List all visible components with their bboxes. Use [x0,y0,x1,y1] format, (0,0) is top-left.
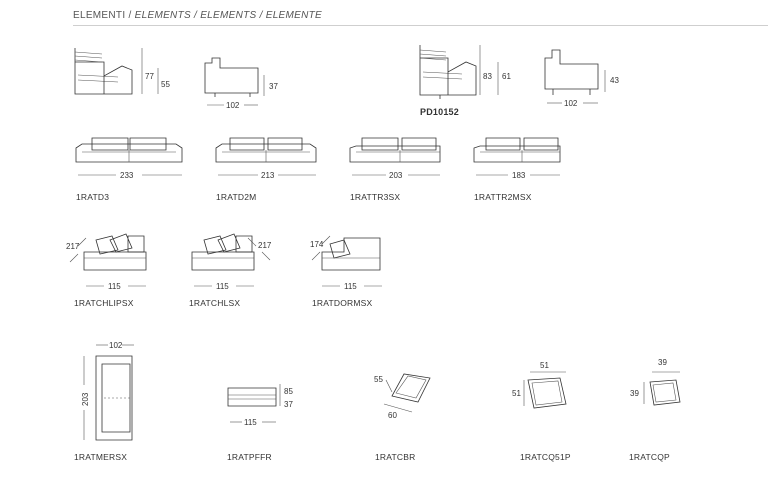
right-side-height-seat: 43 [610,76,619,85]
cushion-1ratcbr-width: 60 [388,411,397,420]
sofa-1rattr3sx-width: 203 [389,171,403,180]
pouf-1ratpffr-drawing: 85 37 115 [227,384,293,427]
sofa-1ratd2m-drawing: 213 [215,137,317,180]
cushion-1ratcq51p-height: 51 [512,389,521,398]
cushion-1ratcbr-height: 55 [374,375,383,384]
cushion-1ratcbr-drawing: 55 60 [374,373,431,420]
profile-left-front: 77 55 [74,48,170,95]
chaise-1ratchlipsx-drawing: 217 115 [66,233,147,291]
element-code-1ratdormsx: 1RATDORMSX [312,298,373,308]
chaise-1ratchlsx-drawing: 217 115 [191,233,272,291]
meridienne-1ratmersx-depth: 203 [81,392,90,406]
dormeuse-1ratdormsx-width: 115 [344,282,357,291]
element-code-1rattr2msx: 1RATTR2MSX [474,192,532,202]
element-code-1rattr3sx: 1RATTR3SX [350,192,401,202]
cushion-1ratcqp-drawing: 39 39 [630,358,681,406]
chaise-1ratchlipsx-width: 115 [108,282,121,291]
profile-right-front: 83 61 [419,45,511,99]
sofa-1rattr2msx-width: 183 [512,171,526,180]
element-code-1ratchlipsx: 1RATCHLIPSX [74,298,134,308]
meridienne-1ratmersx-drawing: 102 203 [81,341,134,441]
element-code-1ratcq51p: 1RATCQ51P [520,452,571,462]
right-profile-height-total: 83 [483,72,492,81]
element-code-1ratd2m: 1RATD2M [216,192,257,202]
cushion-1ratcq51p-width: 51 [540,361,549,370]
cushion-1ratcq51p-drawing: 51 51 [512,361,567,409]
chaise-1ratchlipsx-depth: 217 [66,242,80,251]
sofa-1ratd2m-width: 213 [261,171,275,180]
sofa-1rattr3sx-drawing: 203 [349,137,441,180]
element-code-1ratd3: 1RATD3 [76,192,110,202]
chaise-1ratchlsx-width: 115 [216,282,229,291]
header-divider [73,25,768,26]
sofa-1ratd3-drawing: 233 [75,137,183,180]
left-side-height-seat: 37 [269,82,278,91]
pouf-1ratpffr-width: 115 [244,418,257,427]
dormeuse-1ratdormsx-drawing: 174 115 [310,235,382,291]
chaise-1ratchlsx-depth: 217 [258,241,272,250]
left-profile-height-total: 77 [145,72,154,81]
header-prefix: ELEMENTI / [73,10,135,21]
sofa-1ratd3-width: 233 [120,171,134,180]
left-profile-height-seat: 55 [161,80,170,89]
right-profile-height-seat: 61 [502,72,511,81]
cushion-1ratcqp-height: 39 [630,389,639,398]
element-code-1ratcqp: 1RATCQP [629,452,670,462]
cushion-1ratcqp-width: 39 [658,358,667,367]
meridienne-1ratmersx-width: 102 [109,341,123,350]
page-header: ELEMENTI / ELEMENTS / ELEMENTS / ELEMENT… [73,10,322,21]
profile-left-side: 37 102 [204,57,278,110]
left-side-depth: 102 [226,101,240,110]
element-code-1ratpffr: 1RATPFFR [227,452,272,462]
sofa-1rattr2msx-drawing: 183 [473,137,561,180]
dormeuse-1ratdormsx-depth: 174 [310,240,324,249]
element-code-1ratcbr: 1RATCBR [375,452,416,462]
pouf-1ratpffr-height-seat: 37 [284,400,293,409]
profile-code: PD10152 [420,107,459,117]
pouf-1ratpffr-height-total: 85 [284,387,293,396]
element-code-1ratmersx: 1RATMERSX [74,452,128,462]
element-code-1ratchlsx: 1RATCHLSX [189,298,241,308]
header-translations: ELEMENTS / ELEMENTS / ELEMENTE [134,10,323,21]
right-side-depth: 102 [564,99,578,108]
profile-right-side: 43 102 [544,49,619,108]
